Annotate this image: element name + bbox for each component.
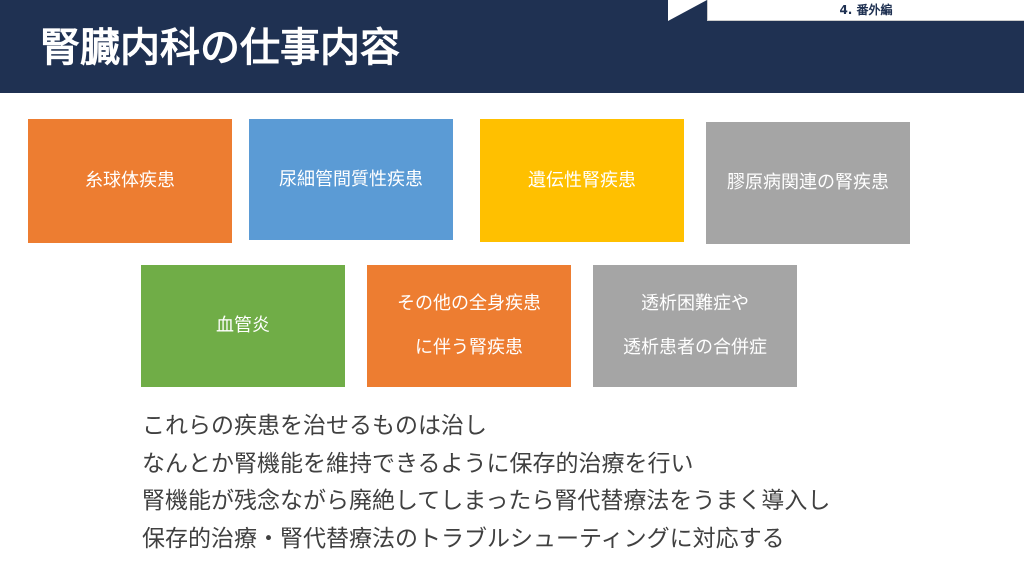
box-line: その他の全身疾患 — [397, 293, 541, 314]
body-line: 保存的治療・腎代替療法のトラブルシューティングに対応する — [142, 525, 785, 552]
box-hereditary: 遺伝性腎疾患 — [480, 119, 684, 242]
body-line: なんとか腎機能を維持できるように保存的治療を行い — [142, 450, 694, 477]
box-vasculitis: 血管炎 — [141, 265, 345, 387]
body-text: これらの疾患を治せるものは治し なんとか腎機能を維持できるように保存的治療を行い… — [142, 408, 830, 558]
box-line: 透析患者の合併症 — [623, 337, 767, 358]
box-dialysis: 透析困難症や透析患者の合併症 — [593, 265, 797, 387]
box-glomerular: 糸球体疾患 — [28, 119, 232, 243]
box-systemic: その他の全身疾患に伴う腎疾患 — [367, 265, 571, 387]
tab-corner — [668, 0, 707, 21]
box-collagen: 膠原病関連の腎疾患 — [706, 122, 910, 244]
box-line: 透析困難症や — [641, 293, 749, 314]
section-tab: 4. 番外編 — [707, 0, 1024, 21]
slide-title: 腎臓内科の仕事内容 — [40, 25, 400, 71]
body-line: 腎機能が残念ながら廃絶してしまったら腎代替療法をうまく導入し — [142, 488, 831, 514]
box-tubulointerstitial: 尿細管間質性疾患 — [249, 119, 453, 240]
body-line: これらの疾患を治せるものは治し — [142, 413, 487, 439]
box-line: に伴う腎疾患 — [415, 337, 523, 358]
